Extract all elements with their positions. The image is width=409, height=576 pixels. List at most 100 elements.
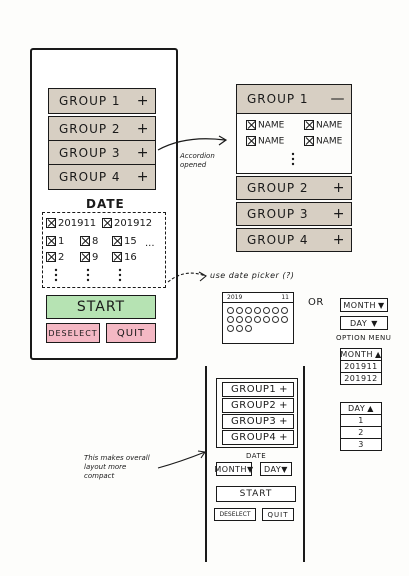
month-checkbox-201911[interactable]: 201911 bbox=[46, 218, 96, 229]
day-label: 15 bbox=[124, 236, 137, 247]
group-label: GROUP3 bbox=[231, 416, 277, 427]
accordion-group-3-row[interactable]: GROUP 3 + bbox=[236, 202, 352, 226]
day-checkbox-16[interactable]: 16 bbox=[112, 252, 137, 263]
checkbox-icon bbox=[112, 236, 122, 246]
compact-group-2-row[interactable]: GROUP2+ bbox=[222, 398, 294, 413]
calendar-day-cell[interactable] bbox=[245, 325, 252, 332]
calendar-picker[interactable]: 2019 11 bbox=[222, 292, 294, 344]
day-checkbox-9[interactable]: 9 bbox=[80, 252, 98, 263]
calendar-day-cell[interactable] bbox=[254, 316, 261, 323]
quit-button[interactable]: QUIT bbox=[106, 323, 156, 343]
accordion-arrowhead bbox=[218, 135, 228, 146]
plus-icon: + bbox=[279, 384, 288, 395]
caret-down-icon: ▼ bbox=[377, 300, 385, 310]
compact-deselect-button[interactable]: DESELECT bbox=[214, 508, 256, 521]
calendar-day-cell[interactable] bbox=[281, 316, 288, 323]
calendar-day-cell[interactable] bbox=[281, 307, 288, 314]
day-checkbox-8[interactable]: 8 bbox=[80, 236, 98, 247]
calendar-day-cell[interactable] bbox=[245, 316, 252, 323]
calendar-day-cell[interactable] bbox=[236, 307, 243, 314]
checkbox-icon bbox=[246, 136, 256, 146]
calendar-day-cell[interactable] bbox=[272, 307, 279, 314]
calendar-day-cell[interactable] bbox=[236, 316, 243, 323]
calendar-day-cell[interactable] bbox=[263, 307, 270, 314]
day-option[interactable]: 2 bbox=[340, 427, 382, 439]
name-label: NAME bbox=[316, 120, 343, 131]
group-label: GROUP4 bbox=[231, 432, 277, 443]
month-dropdown-open[interactable]: MONTH▲ bbox=[340, 348, 382, 361]
day-dropdown[interactable]: DAY▼ bbox=[340, 316, 388, 330]
month-option[interactable]: 201911 bbox=[340, 361, 382, 373]
date-selection-box bbox=[42, 212, 166, 288]
accordion-group-4-row[interactable]: GROUP 4 + bbox=[236, 228, 352, 252]
name-label: NAME bbox=[258, 136, 285, 147]
dropdown-label: DAY bbox=[348, 404, 366, 413]
date-picker-note: use date picker (?) bbox=[210, 271, 295, 280]
calendar-day-cell[interactable] bbox=[227, 325, 234, 332]
group-label: GROUP2 bbox=[231, 400, 277, 411]
day-label: 9 bbox=[92, 252, 99, 263]
group-3-row[interactable]: GROUP 3 + bbox=[48, 140, 156, 166]
compact-group-3-row[interactable]: GROUP3+ bbox=[222, 414, 294, 429]
month-label: 201911 bbox=[58, 218, 97, 229]
group-label: GROUP 2 bbox=[247, 181, 309, 195]
deselect-button[interactable]: DESELECT bbox=[46, 323, 100, 343]
calendar-day-cell[interactable] bbox=[272, 316, 279, 323]
calendar-week-row bbox=[226, 306, 290, 315]
day-dropdown-open[interactable]: DAY▲ bbox=[340, 402, 382, 415]
calendar-day-cell[interactable] bbox=[245, 307, 252, 314]
month-option[interactable]: 201912 bbox=[340, 373, 382, 385]
date-picker-arrow bbox=[167, 272, 206, 283]
month-checkbox-201912[interactable]: 201912 bbox=[102, 218, 152, 229]
dropdown-label: DAY bbox=[264, 464, 282, 474]
calendar-week-row bbox=[226, 315, 290, 324]
day-option[interactable]: 1 bbox=[340, 415, 382, 427]
compact-day-dropdown[interactable]: DAY▼ bbox=[260, 462, 292, 476]
dropdown-label: MONTH bbox=[343, 300, 376, 310]
compact-start-button[interactable]: START bbox=[216, 486, 296, 502]
calendar-day-cell[interactable] bbox=[254, 307, 261, 314]
accordion-note: Accordion opened bbox=[180, 152, 215, 169]
dropdown-label: MONTH bbox=[340, 350, 373, 359]
compact-month-dropdown[interactable]: MONTH▼ bbox=[214, 462, 253, 476]
minus-icon: — bbox=[330, 91, 345, 107]
day-label: 8 bbox=[92, 236, 99, 247]
group-label: GROUP1 bbox=[231, 384, 277, 395]
day-checkbox-1[interactable]: 1 bbox=[46, 236, 64, 247]
calendar-day-cell[interactable] bbox=[227, 307, 234, 314]
group-label: GROUP 4 bbox=[59, 170, 121, 184]
group-2-row[interactable]: GROUP 2 + bbox=[48, 116, 156, 142]
checkbox-icon bbox=[304, 136, 314, 146]
calendar-day-cell[interactable] bbox=[227, 316, 234, 323]
name-checkbox[interactable]: NAME bbox=[246, 120, 284, 131]
calendar-day-cell[interactable] bbox=[263, 316, 270, 323]
group-label: GROUP 3 bbox=[59, 146, 121, 160]
calendar-header: 2019 11 bbox=[223, 293, 293, 303]
accordion-arrow bbox=[157, 138, 226, 151]
accordion-group-2-row[interactable]: GROUP 2 + bbox=[236, 176, 352, 200]
day-checkbox-2[interactable]: 2 bbox=[46, 252, 64, 263]
name-checkbox[interactable]: NAME bbox=[304, 120, 342, 131]
compact-group-1-row[interactable]: GROUP1+ bbox=[222, 382, 294, 397]
start-button[interactable]: START bbox=[46, 295, 156, 319]
calendar-day-cell[interactable] bbox=[236, 325, 243, 332]
plus-icon: + bbox=[332, 232, 345, 248]
compact-quit-button[interactable]: QUIT bbox=[262, 508, 294, 521]
group-1-row[interactable]: GROUP 1 + bbox=[48, 88, 156, 114]
accordion-group-1-header[interactable]: GROUP 1 — bbox=[236, 84, 352, 114]
name-checkbox[interactable]: NAME bbox=[246, 136, 284, 147]
day-option[interactable]: 3 bbox=[340, 439, 382, 451]
checkbox-icon bbox=[46, 252, 56, 262]
option-menu-note: OPTION MENU bbox=[336, 334, 392, 342]
checkbox-icon bbox=[80, 252, 90, 262]
day-label: 1 bbox=[58, 236, 65, 247]
checkbox-icon bbox=[246, 120, 256, 130]
day-checkbox-15[interactable]: 15 bbox=[112, 236, 137, 247]
group-4-row[interactable]: GROUP 4 + bbox=[48, 164, 156, 190]
compact-group-4-row[interactable]: GROUP4+ bbox=[222, 430, 294, 445]
name-checkbox[interactable]: NAME bbox=[304, 136, 342, 147]
month-label: 201912 bbox=[114, 218, 153, 229]
checkbox-icon bbox=[112, 252, 122, 262]
month-dropdown[interactable]: MONTH▼ bbox=[340, 298, 388, 312]
